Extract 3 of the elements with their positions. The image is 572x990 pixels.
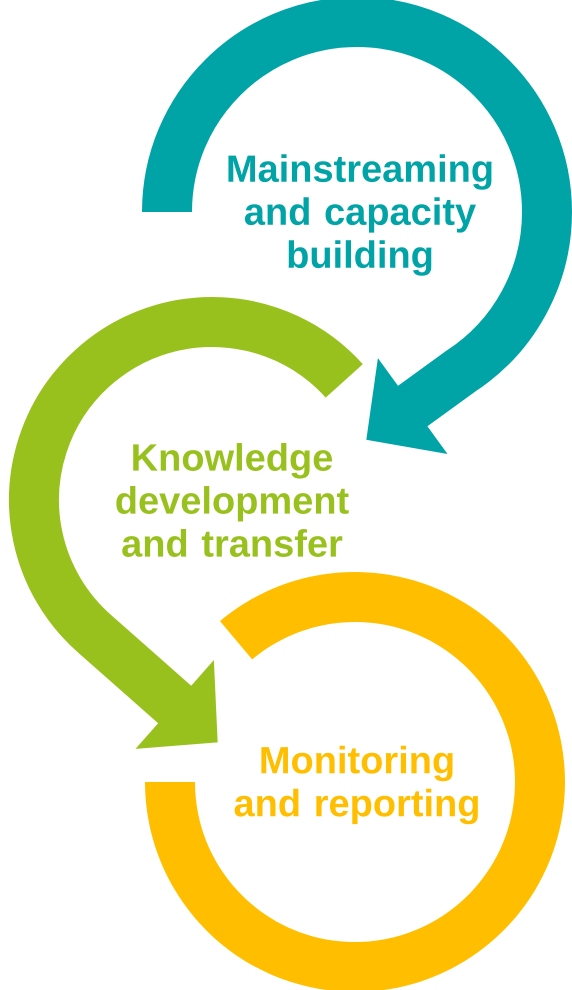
- stage-label: Monitoring and reporting: [234, 746, 478, 824]
- stage-label: Mainstreaming and capacity building: [228, 154, 492, 276]
- stage-label: Knowledge development and transfer: [116, 443, 349, 557]
